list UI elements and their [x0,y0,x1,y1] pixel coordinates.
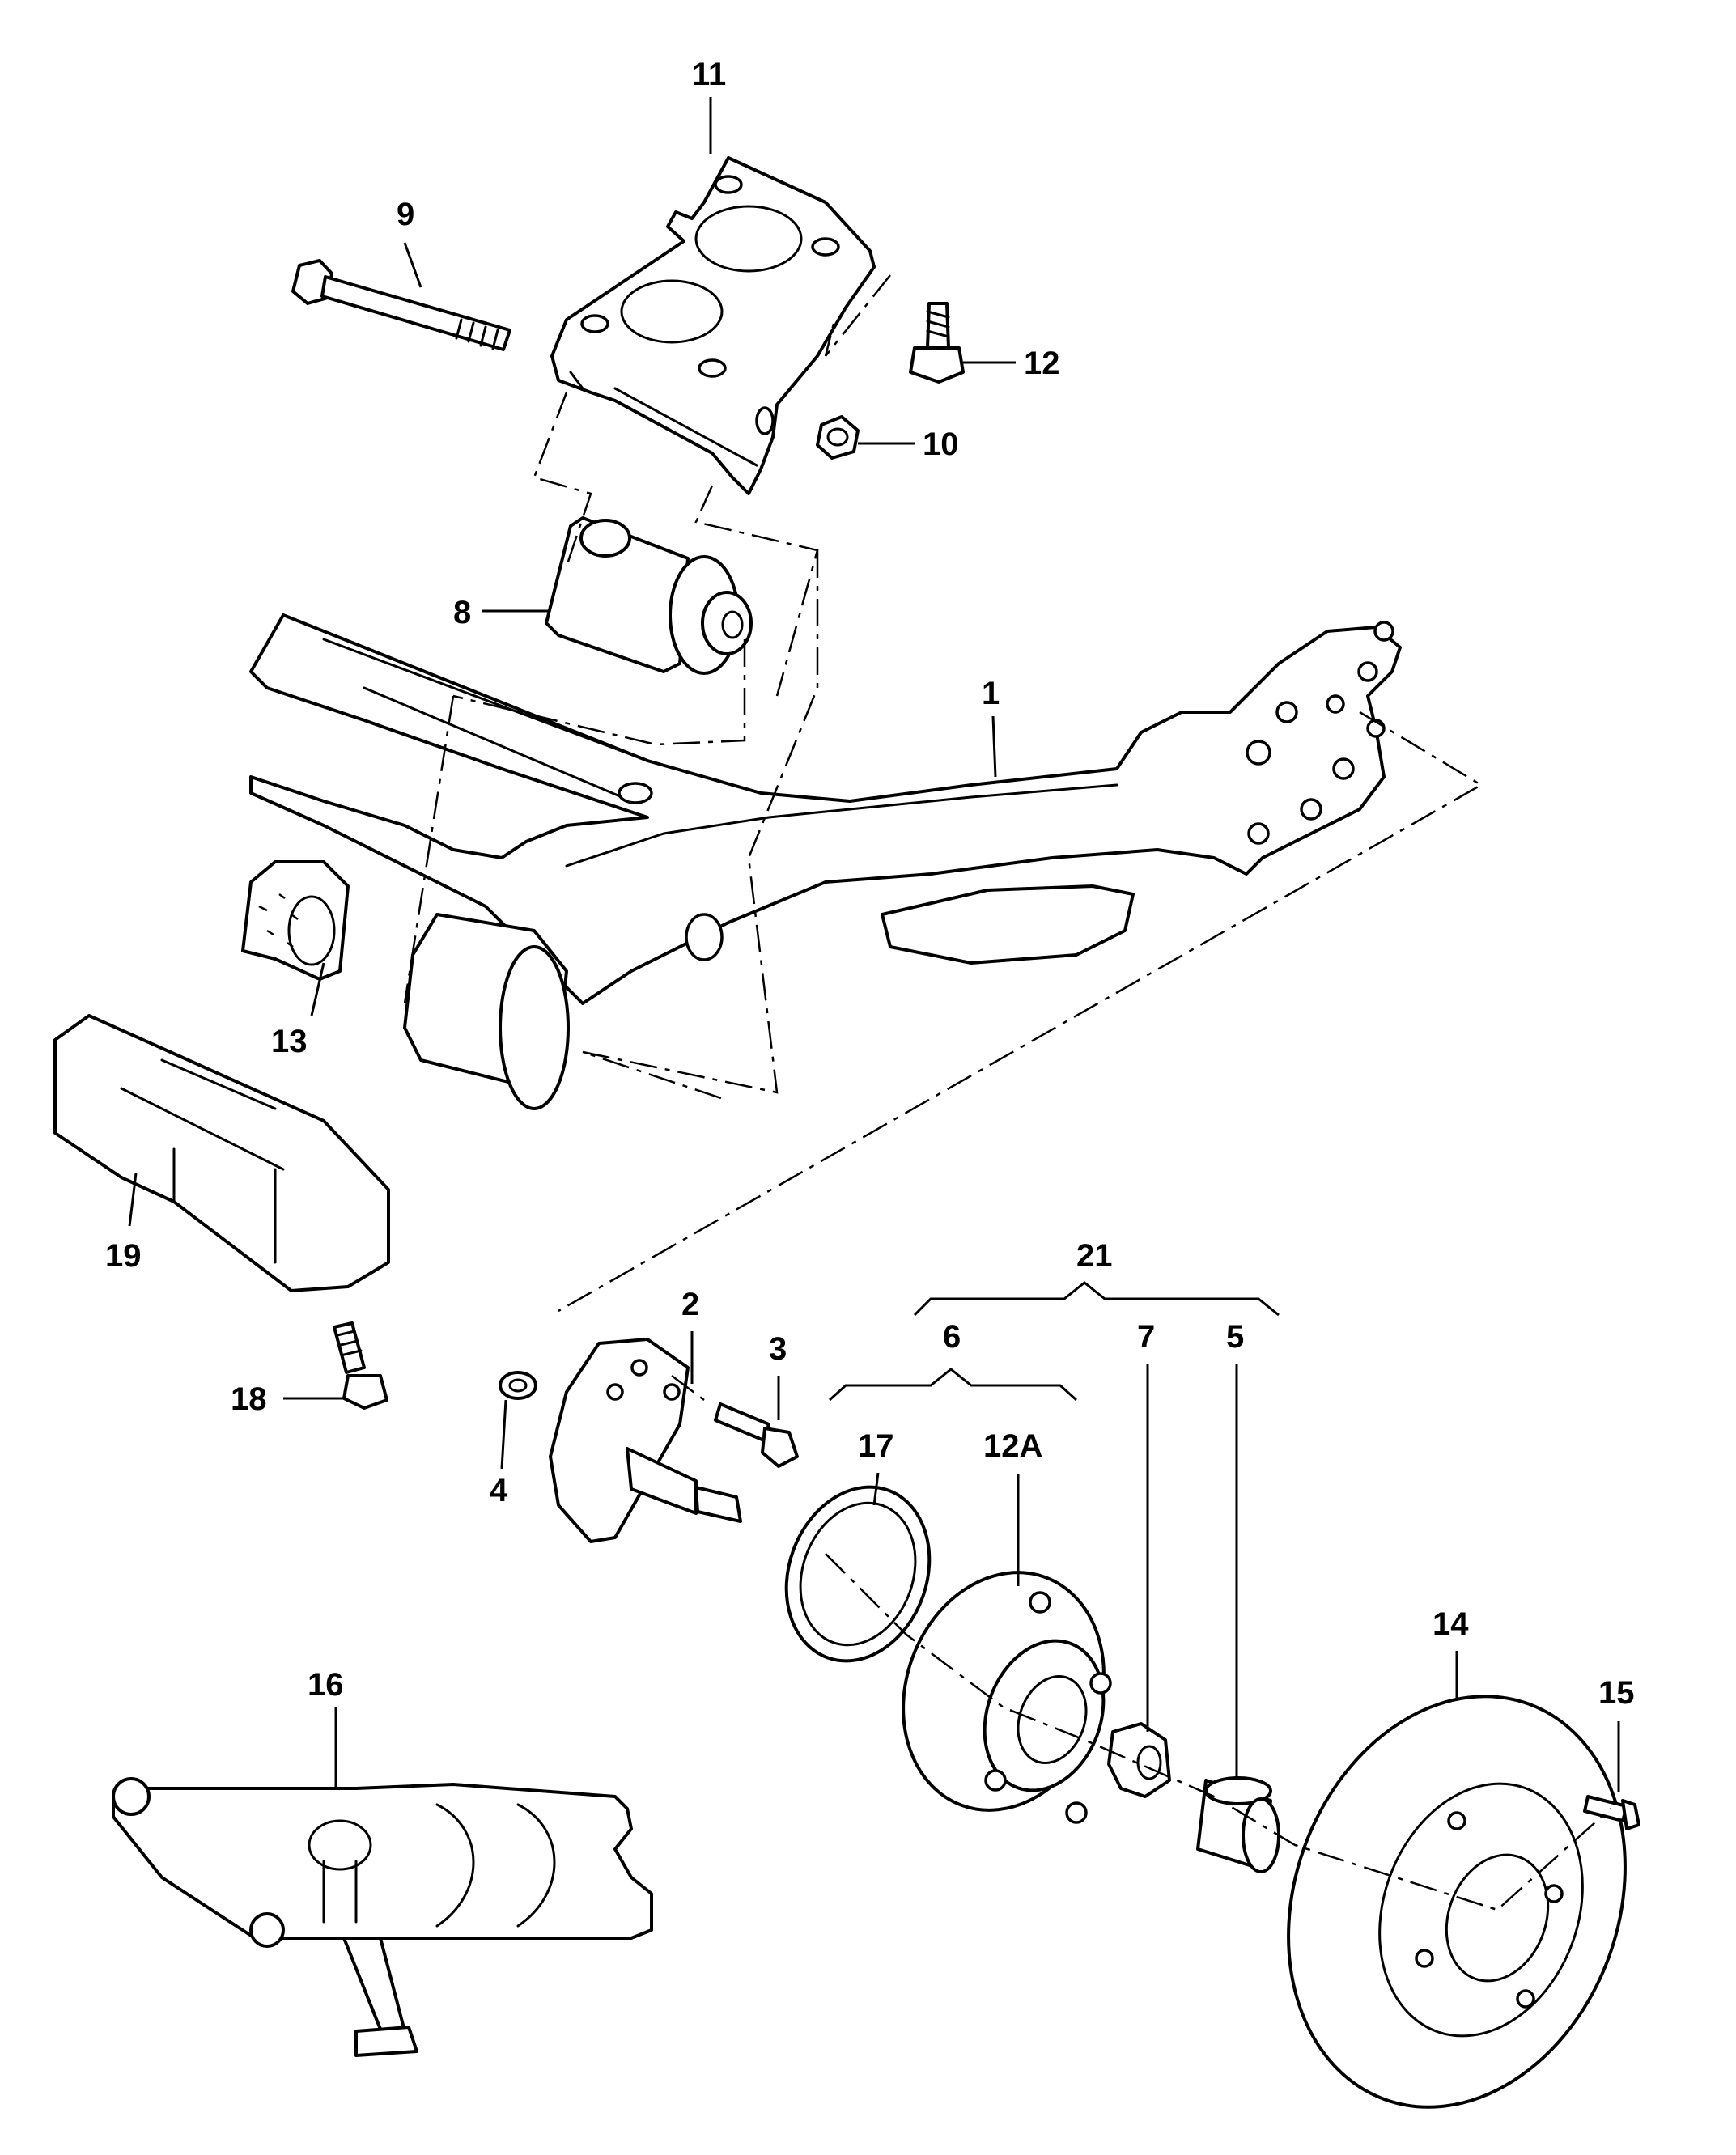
callout-2: 2 [681,1287,699,1322]
part-18-bolt [333,1321,388,1410]
part-16-splash-shield [112,1777,653,2057]
callout-12: 12 [1024,346,1060,381]
part-3-bolt [714,1402,799,1468]
part-2-stub-axle [549,1338,742,1543]
leader-lines [128,97,1620,1792]
part-19-frame-block [53,1014,390,1292]
callout-14: 14 [1433,1606,1469,1642]
callout-9: 9 [397,197,414,232]
callout-5: 5 [1226,1319,1244,1355]
callout-17: 17 [858,1428,894,1464]
part-12a-wheel-hub [902,1571,1112,1824]
part-15-screw [1583,1795,1640,1830]
callout-21: 21 [1076,1238,1113,1274]
part-1-axle-beam [249,613,1402,1110]
part-9-long-bolt [291,259,511,351]
part-8-bushing [545,516,753,675]
callout-13: 13 [271,1024,308,1059]
part-13-buffer [241,860,350,981]
part-11-mounting-bracket [550,156,876,495]
part-4-small-bushing [499,1371,537,1400]
callout-3: 3 [769,1331,787,1367]
callout-10: 10 [923,426,959,462]
assembly-lines [403,274,1611,1911]
callout-8: 8 [453,595,471,630]
callout-labels: 11 9 12 10 8 1 13 19 18 4 2 3 21 6 7 5 1… [105,57,1635,1711]
part-10-nut [816,415,860,460]
part-7-nut [1107,1722,1171,1798]
part-5-hub-cap [1196,1776,1280,1873]
part-14-brake-disc [1287,1695,1627,2109]
callout-7: 7 [1137,1319,1155,1355]
callout-4: 4 [490,1473,508,1508]
callout-19: 19 [105,1238,142,1274]
callout-1: 1 [982,676,1000,711]
callout-6: 6 [943,1319,961,1355]
callout-16: 16 [308,1667,344,1703]
callout-15: 15 [1598,1675,1635,1711]
callout-12a: 12A [983,1428,1042,1464]
part-12-bolt [909,302,965,384]
callout-11: 11 [692,57,726,92]
callout-18: 18 [231,1381,267,1417]
part-17-abs-ring [784,1485,932,1663]
